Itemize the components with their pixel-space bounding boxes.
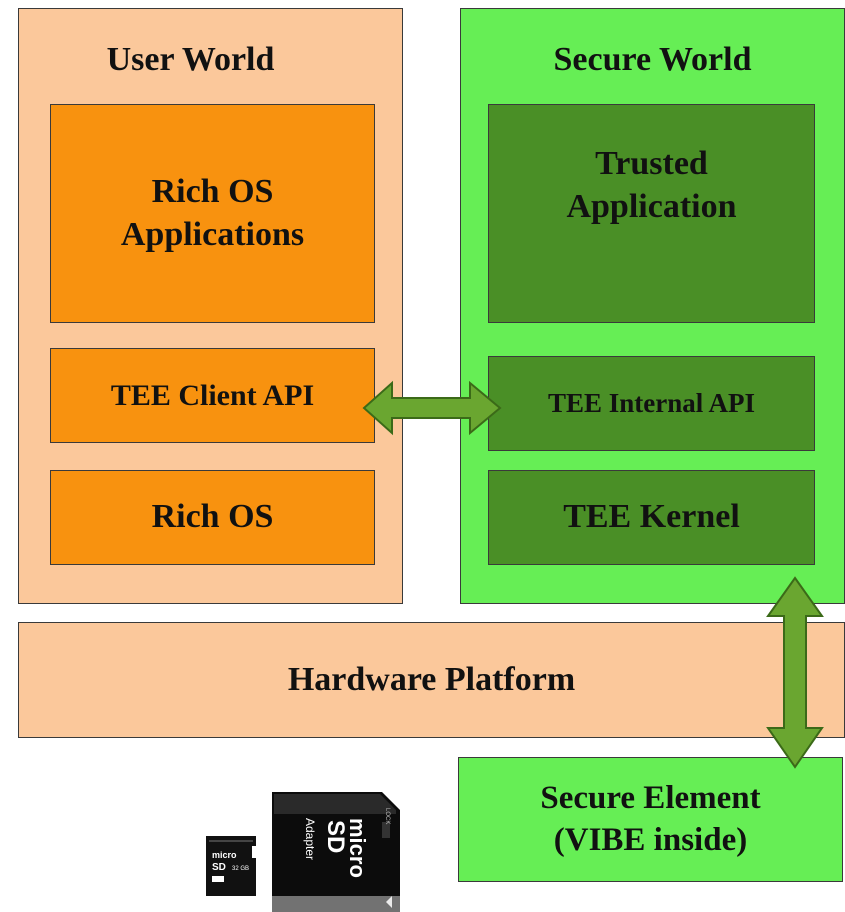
sd-adapter: micro SD Adapter LOCK xyxy=(272,792,400,912)
microsd-card-image: micro SD 32 GB micro SD Adapter LOCK xyxy=(206,792,400,912)
tee-kernel-block: TEE Kernel xyxy=(488,470,815,565)
svg-text:micro: micro xyxy=(212,850,237,860)
svg-text:LOCK: LOCK xyxy=(384,808,390,824)
api-double-arrow xyxy=(362,380,502,436)
trusted-application-block: Trusted Application xyxy=(488,104,815,323)
secure-element-double-arrow xyxy=(766,576,824,769)
svg-text:micro: micro xyxy=(345,818,370,878)
secure-world-title: Secure World xyxy=(553,41,752,78)
svg-text:SD: SD xyxy=(212,862,226,873)
microsd-card: micro SD 32 GB xyxy=(206,836,256,896)
hardware-platform-block: Hardware Platform xyxy=(18,622,845,738)
tee-client-api-block: TEE Client API xyxy=(50,348,375,443)
rich-os-block: Rich OS xyxy=(50,470,375,565)
secure-element-block: Secure Element (VIBE inside) xyxy=(458,757,843,882)
svg-text:32 GB: 32 GB xyxy=(232,866,249,872)
tee-internal-api-block: TEE Internal API xyxy=(488,356,815,451)
svg-text:Adapter: Adapter xyxy=(303,818,317,860)
user-world-title: User World xyxy=(106,41,275,78)
rich-os-applications-block: Rich OS Applications xyxy=(50,104,375,323)
svg-text:SD: SD xyxy=(322,820,349,853)
